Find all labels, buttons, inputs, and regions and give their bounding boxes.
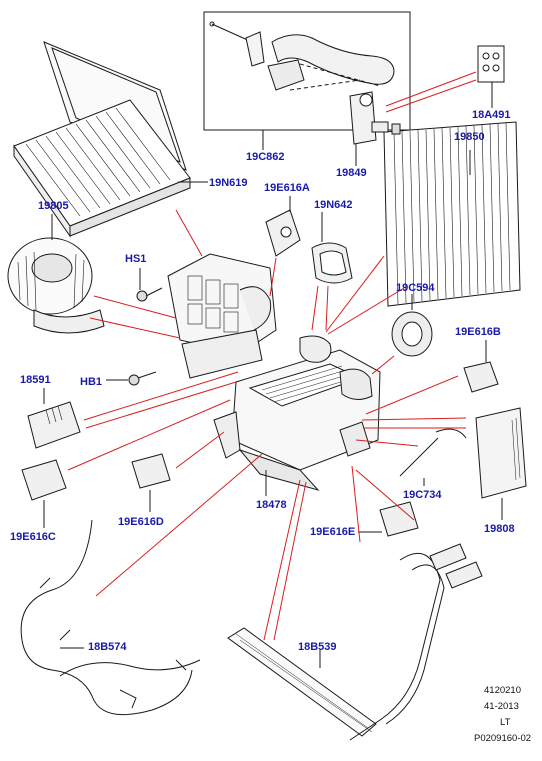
callout-HB1: HB1 [80,376,103,388]
callout-19849: 19849 [336,167,367,179]
heater-core-18B539 [227,543,483,741]
grommet-19C594 [391,294,433,357]
callout-19850: 19850 [454,131,485,143]
callout-19N619: 19N619 [209,177,248,189]
callout-19C594: 19C594 [396,282,435,294]
callout-19805: 19805 [38,200,69,212]
callout-19E616A: 19E616A [264,182,310,194]
ref-line-3: LT [500,717,511,728]
callout-19E616C: 19E616C [10,531,56,543]
cabin-filter-19N619 [13,41,208,238]
blower-motor-19805 [7,214,105,334]
duct-seal-19N642 [311,212,353,284]
hvac-housing-18478 [167,253,381,496]
callout-HS1: HS1 [125,253,147,265]
sensor-19E616B [463,340,499,393]
callout-19E616B: 19E616B [455,326,501,338]
callout-19E616D: 19E616D [118,516,164,528]
heat-exchanger-19850 [383,121,521,307]
sensor-19E616C [21,459,67,528]
callout-18478: 18478 [256,499,287,511]
screw-HB1 [106,371,157,386]
inset-box-19C862 [203,11,411,131]
callout-19N642: 19N642 [314,199,353,211]
callout-19C734: 19C734 [403,489,442,501]
seal-kit-18A491 [477,45,505,108]
expansion-valve-19849 [349,91,389,166]
callout-18B539: 18B539 [298,641,337,653]
sensor-19E616E [358,501,419,537]
callout-19808: 19808 [484,523,515,535]
sensor-19E616D [131,453,171,512]
callout-18A491: 18A491 [472,109,511,121]
sensor-probe-19C734 [399,428,467,486]
wiring-harness-18B574 [20,519,201,716]
leader-lines [67,71,477,641]
callout-18B574: 18B574 [88,641,127,653]
ref-line-4: P0209160-02 [474,733,532,744]
ref-line-1: 4120210 [484,685,521,696]
control-module-19808 [475,407,527,520]
blower-resistor-18591 [27,388,81,449]
ref-line-2: 41-2013 [484,701,519,712]
actuator-19E616A [265,196,301,257]
callout-19E616E: 19E616E [310,526,356,538]
screw-HS1 [136,268,163,302]
callout-18591: 18591 [20,374,51,386]
callout-19C862: 19C862 [246,151,285,163]
